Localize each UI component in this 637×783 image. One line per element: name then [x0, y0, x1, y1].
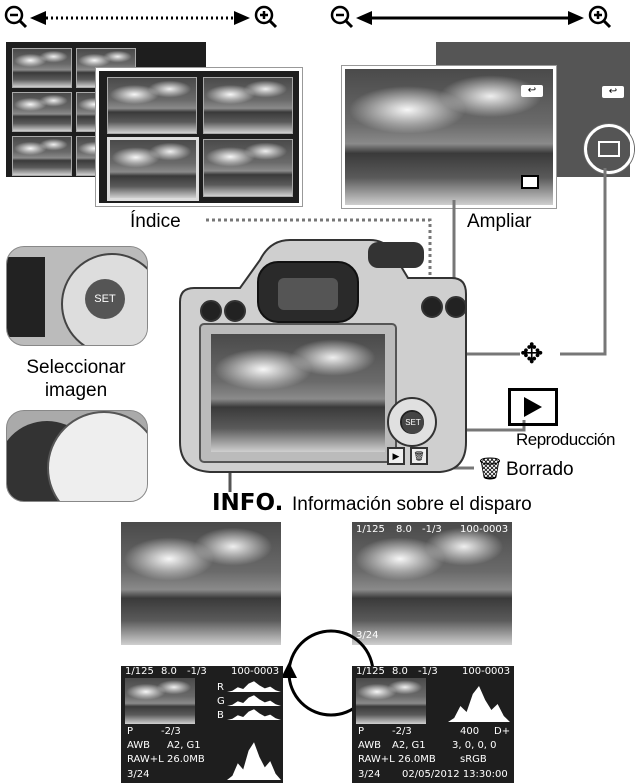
aperture: 8.0 — [161, 666, 177, 677]
white-balance: AWB — [358, 740, 381, 751]
erase-icon: 🗑 — [476, 456, 504, 482]
rgb-histogram-r — [227, 680, 281, 692]
exposure-compensation: -1/3 — [422, 524, 442, 535]
zoom-out-icon — [6, 7, 26, 27]
rgb-histogram-b — [227, 708, 281, 720]
brightness-histogram — [227, 738, 281, 780]
picture-style: 3, 0, 0, 0 — [452, 740, 497, 751]
main-dial-inset — [6, 410, 148, 502]
image-quality: RAW+L — [127, 754, 164, 765]
aperture: 8.0 — [396, 524, 412, 535]
return-icon: ↩ — [521, 85, 543, 97]
zoom-in-icon — [256, 7, 276, 27]
white-balance: AWB — [127, 740, 150, 751]
flash-compensation: -2/3 — [392, 726, 412, 737]
shutter-speed: 1/125 — [125, 666, 154, 677]
full-info-screen: 1/125 8.0 -1/3 100-0003 P -2/3 400 D+ AW… — [352, 666, 514, 783]
index-display-4 — [96, 68, 302, 206]
wb-correction: A2, G1 — [392, 740, 426, 751]
magnify-position-circle — [584, 124, 634, 174]
file-size: 26.0MB — [167, 754, 205, 765]
select-image-label: Seleccionar imagen — [6, 356, 146, 402]
color-space: sRGB — [460, 754, 487, 765]
red-label: R — [217, 682, 224, 693]
blue-label: B — [217, 710, 224, 721]
info-key-label: INFO. — [212, 490, 283, 516]
iso-speed: 400 — [460, 726, 479, 737]
wb-correction: A2, G1 — [167, 740, 201, 751]
image-quality: RAW+L — [358, 754, 395, 765]
frame-counter: 3/24 — [127, 769, 149, 780]
index-zoom-arrow — [0, 0, 637, 40]
brightness-histogram — [448, 682, 510, 722]
shooting-mode: P — [127, 726, 133, 737]
set-button[interactable]: SET — [402, 412, 424, 434]
file-number: 100-0003 — [460, 524, 508, 535]
playback-button[interactable]: ▶ — [387, 447, 405, 465]
exposure-compensation: -1/3 — [418, 666, 438, 677]
camera-lcd-screen — [211, 334, 385, 452]
select-image-inset: SET — [6, 246, 148, 346]
file-number: 100-0003 — [462, 666, 510, 677]
info-button[interactable] — [224, 300, 246, 322]
shutter-speed: 1/125 — [356, 666, 385, 677]
index-label: Índice — [130, 211, 181, 233]
zoom-in-icon-2 — [590, 7, 610, 27]
erase-label: Borrado — [506, 459, 574, 481]
erase-button[interactable]: 🗑 — [410, 447, 428, 465]
rgb-histogram-g — [227, 694, 281, 706]
exposure-compensation: -1/3 — [187, 666, 207, 677]
flash-compensation: -2/3 — [161, 726, 181, 737]
shooting-mode: P — [358, 726, 364, 737]
cross-keys-icon: ✥ — [520, 340, 543, 368]
playback-icon — [508, 388, 558, 426]
file-number: 100-0003 — [231, 666, 279, 677]
file-size: 26.0MB — [398, 754, 436, 765]
zoom-out-icon-2 — [332, 7, 352, 27]
magnify-position-box — [521, 175, 539, 189]
basic-info-screen — [121, 522, 281, 645]
magnify-label: Ampliar — [467, 211, 531, 233]
return-icon-2: ↩ — [602, 86, 624, 98]
magnify-button[interactable] — [445, 296, 467, 318]
histogram-info-screen: 1/125 8.0 -1/3 100-0003 R G B P -2/3 AWB… — [121, 666, 283, 783]
aperture: 8.0 — [392, 666, 408, 677]
date-time: 02/05/2012 13:30:00 — [402, 769, 508, 780]
shooting-info-label: Información sobre el disparo — [292, 494, 532, 516]
magnified-display: ↩ — [342, 66, 556, 208]
index-reduce-button[interactable] — [421, 296, 443, 318]
playback-label: Reproducción — [516, 430, 615, 450]
menu-button[interactable] — [200, 300, 222, 322]
green-label: G — [217, 696, 225, 707]
highlight-tone-priority: D+ — [494, 726, 510, 737]
frame-counter: 3/24 — [358, 769, 380, 780]
shutter-speed: 1/125 — [356, 524, 385, 535]
